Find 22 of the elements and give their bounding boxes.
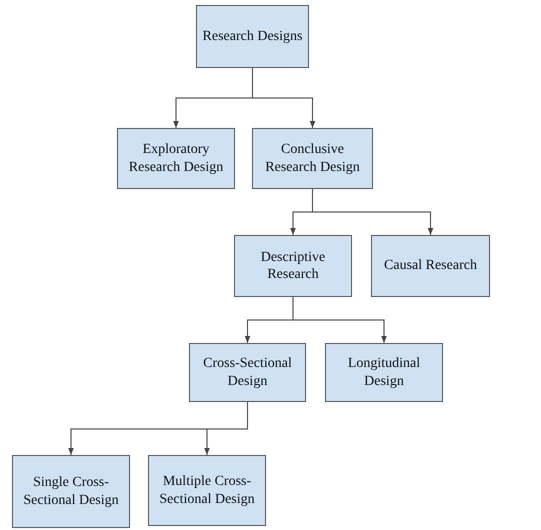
box-label: Longitudinal Design xyxy=(346,355,422,390)
box-label: Research Designs xyxy=(202,28,302,46)
category-box xyxy=(252,128,373,189)
category-box xyxy=(371,235,490,297)
connector-arrow xyxy=(292,296,387,344)
box-label: Descriptive Research xyxy=(260,248,326,284)
box-label: Exploratory Research Design xyxy=(128,141,224,176)
box-label: Multiple Cross-Sectional Design xyxy=(158,473,256,508)
connector-arrow xyxy=(204,402,248,456)
connector-arrow xyxy=(252,68,316,128)
box-label: Single Cross-Sectional Design xyxy=(22,474,120,509)
category-box xyxy=(325,343,443,402)
category-box xyxy=(12,455,130,528)
category-box xyxy=(117,128,235,189)
box-label: Cross-Sectional Design xyxy=(202,355,293,390)
category-box xyxy=(196,5,309,68)
box-label: Conclusive Research Design xyxy=(264,141,361,176)
category-box xyxy=(234,235,352,297)
box-label: Causal Research xyxy=(384,257,477,275)
category-box xyxy=(148,455,266,526)
category-box xyxy=(189,343,306,402)
connector-arrow xyxy=(312,188,434,236)
